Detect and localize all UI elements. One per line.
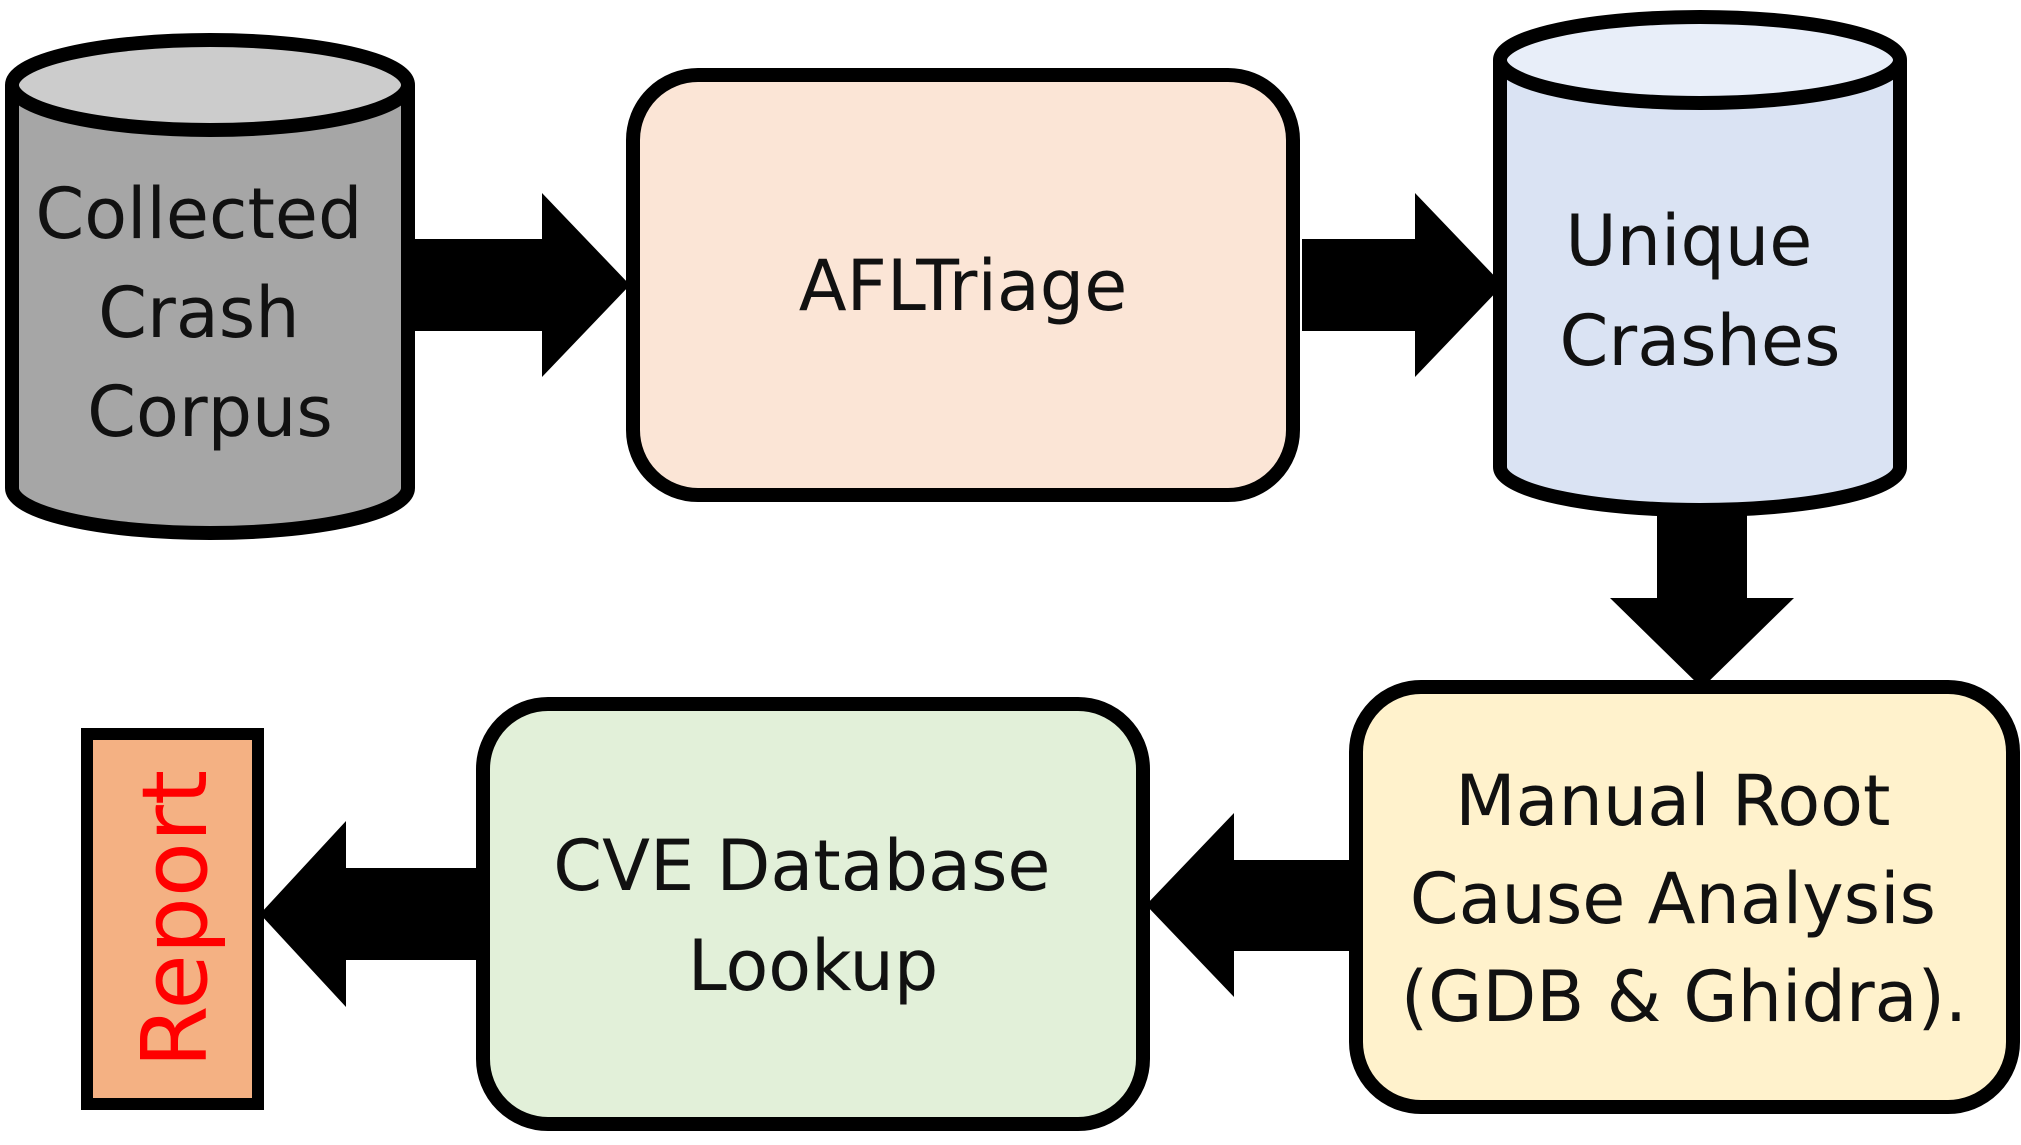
- manual-label: Manual Root Cause Analysis (GDB & Ghidra…: [1401, 760, 1967, 1038]
- corpus-label: Collected Crash Corpus: [35, 173, 384, 453]
- manual-label-line: (GDB & Ghidra).: [1401, 956, 1967, 1038]
- afltriage-label: AFLTriage: [799, 245, 1128, 327]
- manual-box: [1349, 680, 2020, 1114]
- arrow-corpus-to-afltriage: [415, 193, 630, 377]
- unique-label-line: Crashes: [1560, 300, 1841, 382]
- node-afltriage: AFLTriage: [626, 68, 1300, 502]
- unique-cylinder-top: [1493, 10, 1907, 110]
- corpus-label-line: Crash: [98, 272, 299, 354]
- arrow-manual-to-cve: [1146, 813, 1360, 997]
- corpus-cylinder-sides: [5, 85, 415, 540]
- manual-label-line: Cause Analysis: [1410, 858, 1936, 940]
- report-label: Report: [123, 770, 228, 1068]
- arrow-afltriage-to-unique: [1302, 193, 1503, 377]
- unique-label-line: Unique: [1565, 200, 1812, 282]
- report-box: [81, 728, 264, 1110]
- unique-cylinder-sides: [1493, 60, 1907, 517]
- cve-label: CVE Database Lookup: [553, 825, 1073, 1007]
- arrow-unique-to-manual: [1610, 512, 1794, 688]
- corpus-label-line: Corpus: [87, 371, 333, 453]
- arrow-cve-to-report: [260, 821, 484, 1007]
- node-unique: Unique Crashes: [1493, 10, 1907, 517]
- cve-label-line: CVE Database: [553, 825, 1050, 907]
- node-report: Report: [81, 728, 264, 1110]
- unique-label: Unique Crashes: [1560, 200, 1841, 382]
- node-cve: CVE Database Lookup: [476, 697, 1150, 1131]
- corpus-cylinder-body: [12, 85, 408, 533]
- afltriage-label-line: AFLTriage: [799, 245, 1128, 327]
- corpus-cylinder-top: [5, 33, 415, 137]
- corpus-label-line: Collected: [35, 173, 362, 255]
- afltriage-box: [626, 68, 1300, 502]
- node-corpus: Collected Crash Corpus: [5, 33, 415, 540]
- node-manual: Manual Root Cause Analysis (GDB & Ghidra…: [1349, 680, 2020, 1114]
- cve-label-line: Lookup: [688, 925, 939, 1007]
- cve-box: [476, 697, 1150, 1131]
- unique-cylinder-body: [1500, 60, 1900, 510]
- manual-label-line: Manual Root: [1455, 760, 1890, 842]
